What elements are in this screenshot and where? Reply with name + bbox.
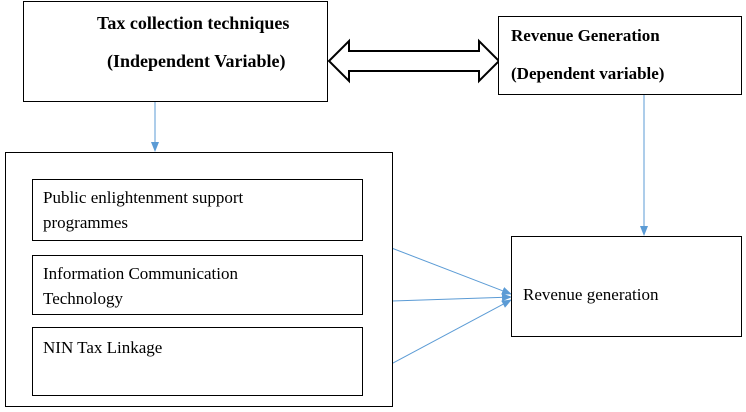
factor-label-line1: NIN Tax Linkage [43, 338, 163, 357]
factor-box-nin-tax-linkage: NIN Tax Linkage [32, 327, 363, 396]
double-headed-arrow [327, 38, 501, 84]
factor-label-line2: Technology [43, 289, 124, 308]
factor-box-ict: Information Communication Technology [32, 255, 363, 315]
independent-variable-subtitle: (Independent Variable) [107, 51, 286, 71]
factor-label-line1: Information Communication [43, 264, 238, 283]
factor-box-public-enlightenment: Public enlightenment support programmes [32, 179, 363, 241]
independent-variable-title: Tax collection techniques [97, 13, 290, 33]
factor-label-line1: Public enlightenment support [43, 188, 244, 207]
factor-label-line2: programmes [43, 213, 128, 232]
independent-variable-box: Tax collection techniques (Independent V… [23, 1, 328, 102]
outcome-box: Revenue generation [511, 236, 742, 337]
dependent-variable-box: Revenue Generation (Dependent variable) [498, 16, 742, 95]
dependent-variable-subtitle: (Dependent variable) [511, 64, 665, 83]
dependent-variable-title: Revenue Generation [511, 26, 660, 45]
outcome-label: Revenue generation [523, 285, 659, 304]
